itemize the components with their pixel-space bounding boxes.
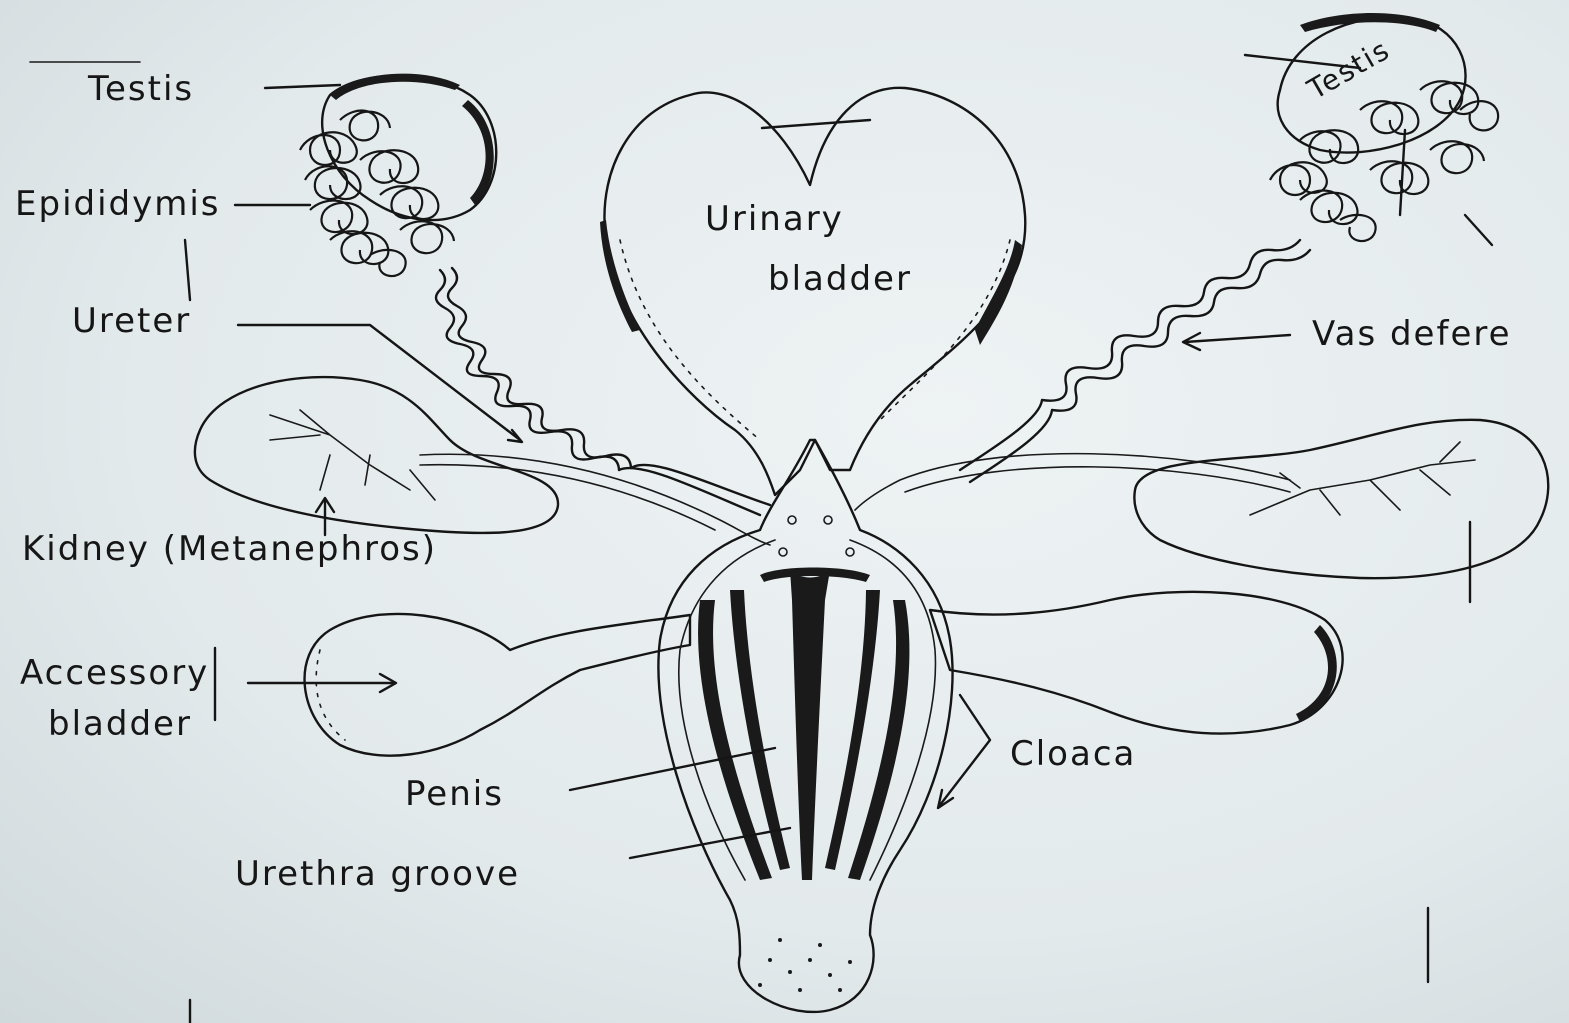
label-testis-right: Testis [1301, 33, 1396, 107]
label-urinary-bladder-line1: Urinary [705, 199, 844, 239]
label-urinary-bladder-line2: bladder [768, 259, 912, 299]
label-cloaca: Cloaca [1010, 734, 1136, 774]
label-kidney: Kidney (Metanephros) [22, 529, 437, 569]
label-accessory-bladder-line1: Accessory [20, 653, 209, 693]
accessory-bladder-right [930, 592, 1343, 734]
ureter-left [420, 454, 770, 545]
kidney-left [195, 377, 558, 533]
vas-deferens-left [436, 270, 760, 515]
label-accessory-bladder-line2: bladder [48, 704, 192, 744]
label-urethra-groove: Urethra groove [235, 854, 520, 894]
kidney-right [1134, 420, 1548, 578]
ureter-right [855, 454, 1290, 510]
label-vas-deferens: Vas defere [1312, 314, 1512, 354]
epididymis-right [1270, 81, 1498, 241]
accessory-bladder-left [305, 614, 690, 756]
leader-lines [185, 55, 1492, 858]
label-epididymis: Epididymis [15, 184, 221, 224]
label-ureter: Ureter [72, 301, 191, 341]
label-testis-left: Testis [87, 69, 194, 109]
label-penis: Penis [405, 774, 504, 814]
cloaca [658, 440, 952, 1012]
epididymis-left [300, 111, 454, 277]
